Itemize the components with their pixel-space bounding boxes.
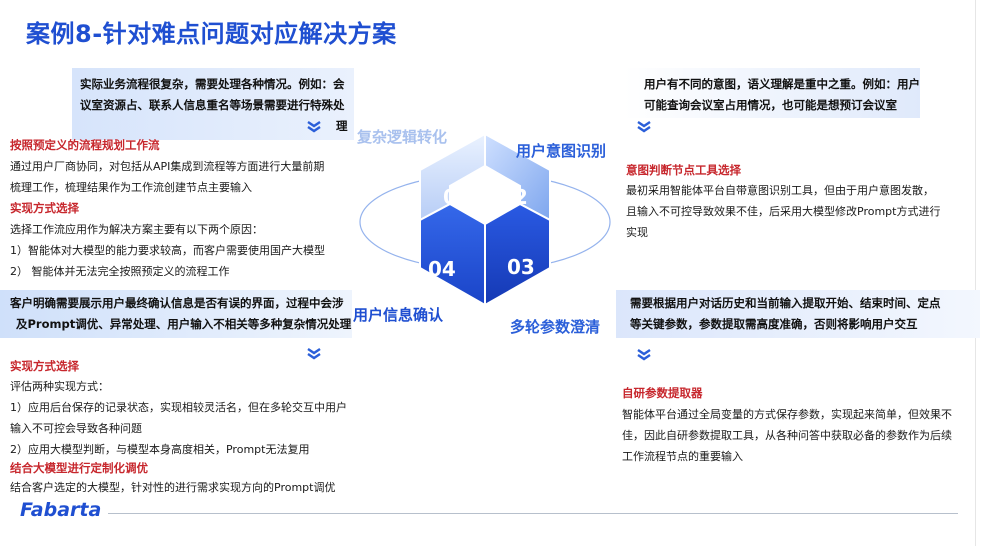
number-03: 03 [507, 255, 535, 279]
cube-center [450, 166, 520, 208]
chevron-down-icon [637, 349, 651, 361]
section-heading: 实现方式选择 [10, 359, 79, 373]
section-heading: 意图判断节点工具选择 [626, 163, 741, 177]
section-paragraph: 智能体平台通过全局变量的方式保存参数，实现起来简单，但效果不 佳，因此自研参数提… [622, 408, 952, 463]
chevron-down-icon [637, 121, 651, 133]
band-line: 实际业务流程很复杂，需要处理各种情况。例如：会 [80, 77, 345, 91]
bottom-right-problem-band: 需要根据用户对话历史和当前输入提取开始、结束时间、定点 等关键参数，参数提取需高… [616, 290, 980, 338]
band-line: 客户明确需要展示用户最终确认信息是否有误的界面，过程中会涉 [10, 296, 344, 310]
band-line: 理 [336, 119, 348, 133]
chevron-down-icon [307, 121, 321, 133]
page-title: 案例8-针对难点问题对应解决方案 [26, 20, 397, 48]
section-heading: 自研参数提取器 [622, 386, 703, 400]
top-right-problem-band: 用户有不同的意图，语义理解是重中之重。例如：用户 可能查询会议室占用情况，也可能… [624, 68, 920, 118]
fabarta-logo: Fabarta [20, 499, 102, 521]
band-line: 需要根据用户对话历史和当前输入提取开始、结束时间、定点 [630, 296, 941, 310]
section-heading: 结合大模型进行定制化调优 [10, 461, 148, 475]
band-line: 可能查询会议室占用情况，也可能是想预订会议室 [644, 98, 897, 112]
number-01: 01 [443, 185, 471, 209]
section-heading: 实现方式选择 [10, 201, 79, 215]
chevron-down-icon [307, 348, 321, 360]
top-left-problem-band: 实际业务流程很复杂，需要处理各种情况。例如：会 议室资源占、联系人信息重名等场景… [72, 68, 354, 140]
section-paragraph: 结合客户选定的大模型，针对性的进行需求实现方向的Prompt调优 [10, 481, 336, 494]
bottom-left-problem-band: 客户明确需要展示用户最终确认信息是否有误的界面，过程中会涉 及Prompt调优、… [0, 290, 352, 338]
section-paragraph: 选择工作流应用作为解决方案主要有以下两个原因： 1）智能体对大模型的能力要求较高… [10, 223, 325, 278]
label-complex-logic: 复杂逻辑转化 [357, 128, 448, 146]
footer-divider [108, 513, 958, 514]
band-line: 议室资源占、联系人信息重名等场景需要进行特殊处 [80, 98, 345, 112]
section-paragraph: 通过用户厂商协同，对包括从API集成到流程等方面进行大量前期 梳理工作，梳理结果… [10, 160, 325, 194]
label-multi-turn-params: 多轮参数澄清 [510, 318, 601, 336]
face-04 [419, 202, 486, 307]
right-border-line [975, 0, 976, 546]
band-line: 及Prompt调优、异常处理、用户输入不相关等多种复杂情况处理 [16, 317, 352, 331]
section-paragraph: 最初采用智能体平台自带意图识别工具，但由于用户意图发散， 且输入不可控导致效果不… [626, 184, 941, 239]
band-line: 等关键参数，参数提取需高度准确，否则将影响用户交互 [630, 317, 918, 331]
number-02: 02 [500, 185, 528, 209]
label-info-confirmation: 用户信息确认 [353, 306, 444, 324]
number-04: 04 [428, 257, 456, 281]
center-cube-diagram: 01 02 03 04 [359, 132, 611, 307]
section-paragraph: 评估两种实现方式： 1）应用后台保存的记录状态，实现相较灵活名，但在多轮交互中用… [10, 380, 347, 456]
section-heading: 按照预定义的流程规划工作流 [10, 138, 160, 152]
label-intent-recognition: 用户意图识别 [516, 142, 607, 160]
face-03 [484, 202, 551, 307]
band-line: 用户有不同的意图，语义理解是重中之重。例如：用户 [644, 77, 920, 91]
